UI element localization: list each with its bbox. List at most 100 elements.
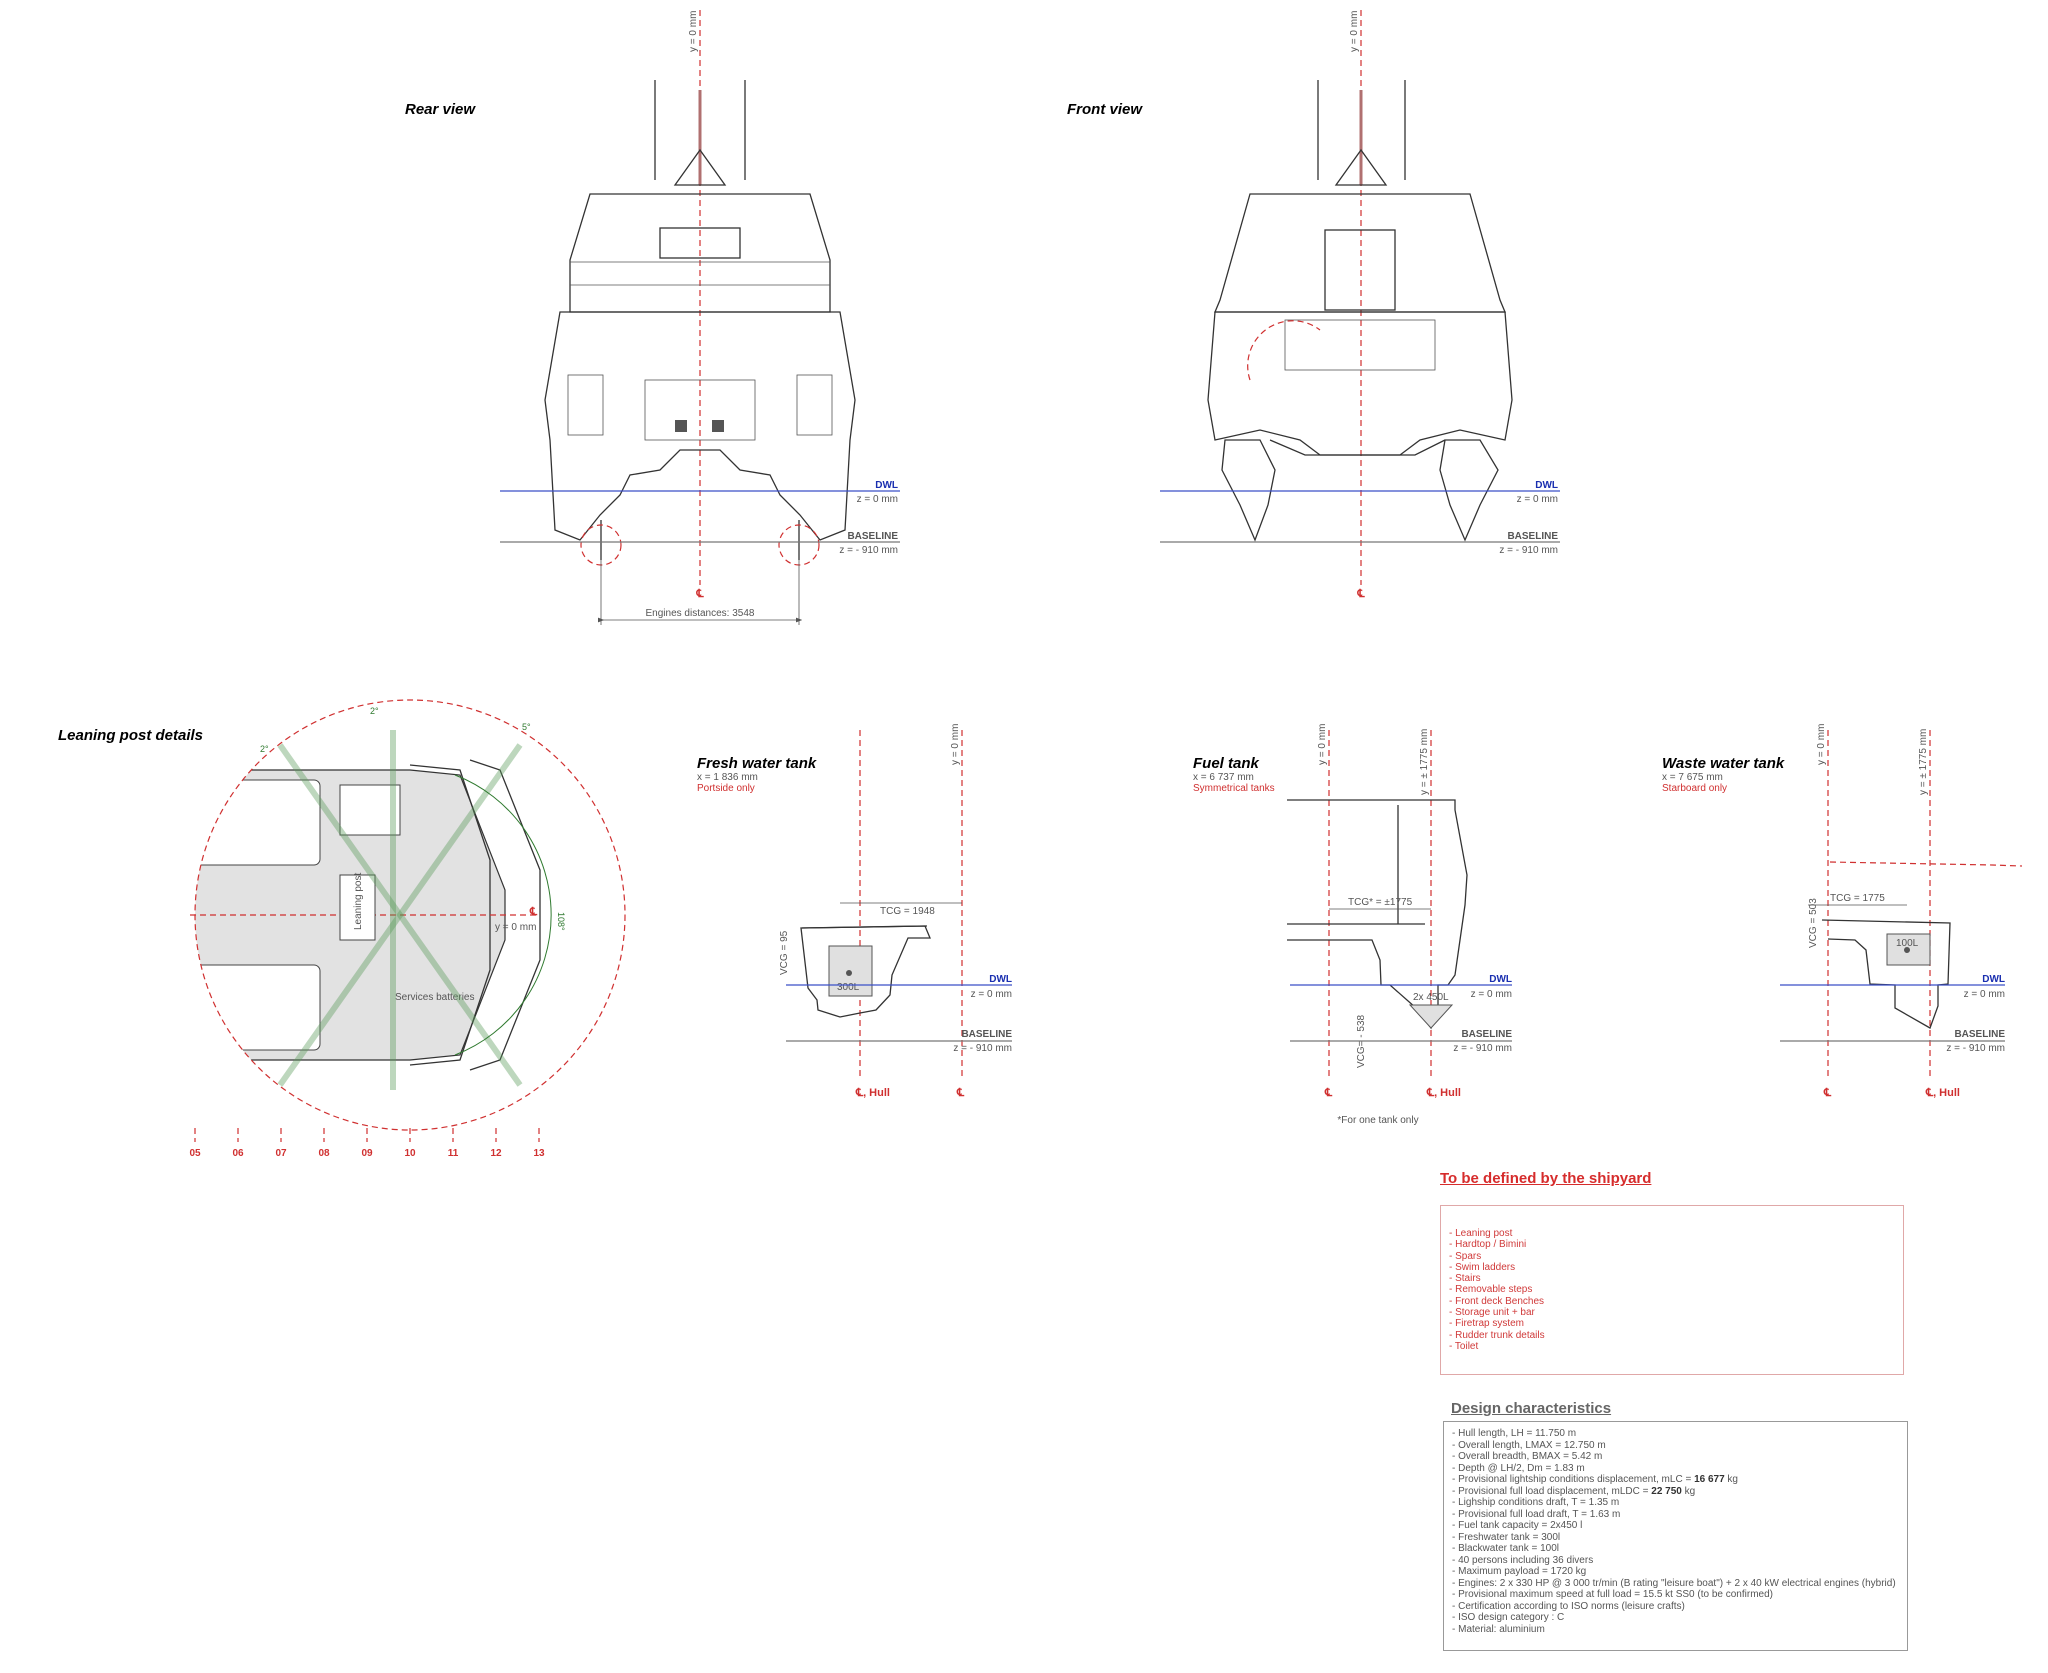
shipyard-item: - Firetrap system bbox=[1449, 1318, 1525, 1330]
centerline-label: y = 0 mm bbox=[1349, 11, 1360, 52]
shipyard-heading: To be defined by the shipyard bbox=[1440, 1170, 1652, 1187]
cl-label: ℄ bbox=[956, 1087, 965, 1099]
shipyard-item: - Rudder trunk details bbox=[1449, 1329, 1545, 1341]
angle-arc bbox=[454, 774, 552, 1056]
design-item-text: - Fuel tank capacity = 2x450 l bbox=[1452, 1520, 1583, 1531]
shipyard-list: - Leaning post- Hardtop / Bimini- Spars-… bbox=[1440, 1205, 1904, 1375]
tank-x: x = 1 836 mm bbox=[697, 772, 758, 783]
design-item: - 40 persons including 36 divers bbox=[1452, 1555, 1899, 1567]
cl-hull-label: ℄, Hull bbox=[855, 1087, 890, 1099]
tank-volume: 100L bbox=[1896, 938, 1919, 949]
design-item: - Blackwater tank = 100l bbox=[1452, 1543, 1899, 1555]
design-item-text: - Certification according to ISO norms (… bbox=[1452, 1600, 1685, 1612]
design-item: - ISO design category : C bbox=[1452, 1612, 1899, 1624]
centerline-label: y = 0 mm bbox=[1816, 724, 1827, 765]
dwl-label: DWL bbox=[989, 974, 1012, 985]
frame-number: 13 bbox=[533, 1148, 545, 1159]
design-item: - Provisional maximum speed at full load… bbox=[1452, 1589, 1899, 1601]
shipyard-item: - Removable steps bbox=[1449, 1284, 1533, 1296]
design-item-text: - Provisional maximum speed at full load… bbox=[1452, 1589, 1773, 1600]
tank-title: Waste water tank bbox=[1662, 755, 1785, 772]
cl-hull-label: ℄, Hull bbox=[1426, 1087, 1461, 1099]
dwl-label: DWL bbox=[875, 480, 898, 491]
frame-number: 05 bbox=[189, 1148, 201, 1159]
baseline-z: z = - 910 mm bbox=[1499, 545, 1558, 556]
dwl-z: z = 0 mm bbox=[1517, 494, 1558, 505]
design-item: - Fuel tank capacity = 2x450 l bbox=[1452, 1520, 1899, 1532]
baseline-z: z = - 910 mm bbox=[953, 1043, 1012, 1054]
baseline-label: BASELINE bbox=[1954, 1029, 2005, 1040]
design-item: - Certification according to ISO norms (… bbox=[1452, 1601, 1899, 1613]
design-item-text: - Maximum payload = 1720 kg bbox=[1452, 1566, 1587, 1577]
offset-label: y = ± 1775 mm bbox=[1419, 729, 1430, 795]
design-item: - Overall breadth, BMAX = 5.42 m bbox=[1452, 1451, 1899, 1463]
tank-title: Fuel tank bbox=[1193, 755, 1260, 772]
baseline-label: BASELINE bbox=[1461, 1029, 1512, 1040]
boat-front-outline bbox=[1207, 80, 1513, 542]
design-item: - Material: aluminium bbox=[1452, 1624, 1899, 1636]
cl-symbol: ℄ bbox=[695, 588, 704, 600]
vcg-label: VCG = 95 bbox=[779, 930, 790, 975]
shipyard-item: - Hardtop / Bimini bbox=[1449, 1239, 1527, 1251]
tcg-label: TCG* = ±1775 bbox=[1348, 897, 1413, 908]
cg-marker bbox=[1904, 947, 1910, 953]
rear-view-title: Rear view bbox=[405, 101, 476, 118]
dwl-z: z = 0 mm bbox=[971, 989, 1012, 1000]
design-item-text: - Hull length, LH = 11.750 m bbox=[1452, 1428, 1577, 1439]
design-item: - Provisional full load displacement, mL… bbox=[1452, 1486, 1899, 1498]
angle-label: 2° bbox=[370, 706, 379, 716]
design-item-text: - Overall breadth, BMAX = 5.42 m bbox=[1452, 1451, 1603, 1462]
design-item-value: 22 750 bbox=[1651, 1485, 1682, 1497]
sight-line bbox=[277, 743, 523, 1087]
design-item: - Freshwater tank = 300l bbox=[1452, 1532, 1899, 1544]
dwl-z: z = 0 mm bbox=[1964, 989, 2005, 1000]
angle-label: 108° bbox=[556, 912, 566, 931]
cl-label: ℄ bbox=[1324, 1087, 1333, 1099]
hull-section bbox=[1821, 919, 1951, 1029]
engines-distance: Engines distances: 3548 bbox=[646, 608, 755, 619]
baseline-label: BASELINE bbox=[1507, 531, 1558, 542]
design-item-text: - 40 persons including 36 divers bbox=[1452, 1554, 1594, 1566]
fuel-tank: Fuel tank x = 6 737 mm Symmetrical tanks… bbox=[1193, 724, 1512, 1126]
design-characteristics-list: - Hull length, LH = 11.750 m- Overall le… bbox=[1443, 1421, 1908, 1651]
offset-label: y = ± 1775 mm bbox=[1918, 729, 1929, 795]
tank-note: Symmetrical tanks bbox=[1193, 783, 1275, 794]
centerline-label: y = 0 mm bbox=[688, 11, 699, 52]
boat-rear-outline bbox=[544, 80, 856, 560]
design-item-text: - Engines: 2 x 330 HP @ 3 000 tr/min (B … bbox=[1452, 1577, 1896, 1589]
design-item-unit: kg bbox=[1724, 1474, 1738, 1485]
footnote: *For one tank only bbox=[1337, 1115, 1418, 1126]
design-item-text: - Provisional full load draft, T = 1.63 … bbox=[1452, 1508, 1621, 1520]
leaning-post-title: Leaning post details bbox=[58, 727, 203, 744]
design-item-text: - Blackwater tank = 100l bbox=[1452, 1543, 1559, 1554]
design-item-unit: kg bbox=[1681, 1485, 1696, 1497]
rear-view: Rear view y = 0 mm DWL z = 0 mm BASELINE… bbox=[405, 10, 900, 625]
dwl-label: DWL bbox=[1489, 974, 1512, 985]
design-item-text: - Lighship conditions draft, T = 1.35 m bbox=[1452, 1497, 1620, 1508]
baseline-label: BASELINE bbox=[961, 1029, 1012, 1040]
shipyard-item: - Toilet bbox=[1449, 1340, 1479, 1352]
fresh-water-tank: Fresh water tank x = 1 836 mm Portside o… bbox=[697, 724, 1012, 1099]
centerline-label: y = 0 mm bbox=[1317, 724, 1328, 765]
front-view: Front view y = 0 mm DWL z = 0 mm BASELIN… bbox=[1067, 10, 1560, 600]
dwl-label: DWL bbox=[1982, 974, 2005, 985]
shipyard-item: - Storage unit + bar bbox=[1449, 1307, 1535, 1319]
dwl-z: z = 0 mm bbox=[1471, 989, 1512, 1000]
tank-note: Starboard only bbox=[1662, 783, 1727, 794]
frame-number: 07 bbox=[275, 1148, 287, 1159]
tank-x: x = 7 675 mm bbox=[1662, 772, 1723, 783]
centerline-label: y = 0 mm bbox=[950, 724, 961, 765]
design-item: - Provisional full load draft, T = 1.63 … bbox=[1452, 1509, 1899, 1521]
design-item: - Hull length, LH = 11.750 m bbox=[1452, 1428, 1899, 1440]
tcg-label: TCG = 1775 bbox=[1830, 893, 1885, 904]
shipyard-item: - Stairs bbox=[1449, 1273, 1481, 1285]
tank-volume: 300L bbox=[837, 982, 860, 993]
design-item: - Engines: 2 x 330 HP @ 3 000 tr/min (B … bbox=[1452, 1578, 1899, 1590]
dwl-label: DWL bbox=[1535, 480, 1558, 491]
cl-label: ℄ bbox=[1823, 1087, 1832, 1099]
leaning-post bbox=[339, 874, 376, 941]
frame-number: 10 bbox=[404, 1148, 416, 1159]
design-item-text: - Freshwater tank = 300l bbox=[1452, 1531, 1561, 1543]
